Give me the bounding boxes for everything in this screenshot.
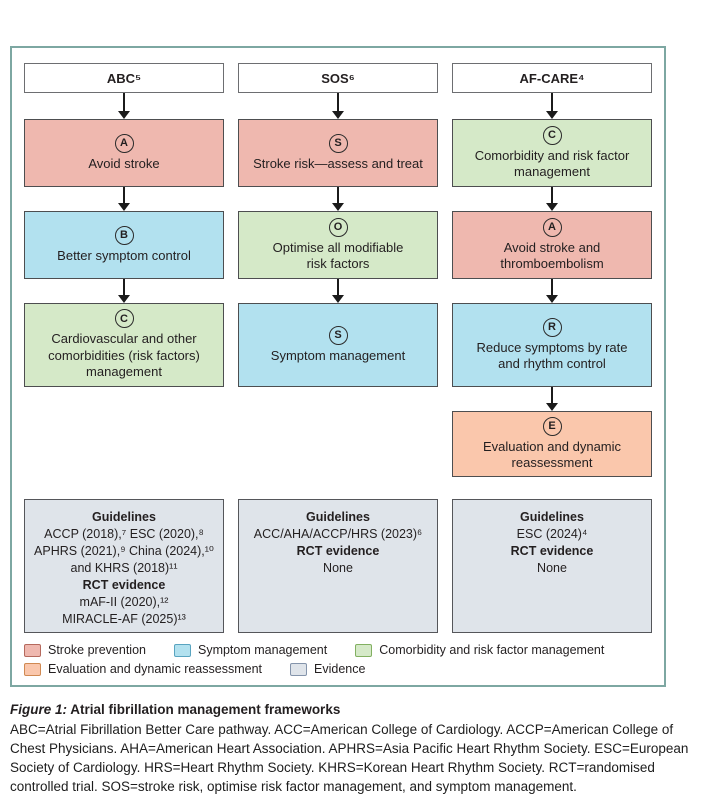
column-header-af-care: AF-CARE⁴ xyxy=(452,63,652,93)
guidelines-title: Guidelines xyxy=(92,510,156,524)
node-stroke-risk: S Stroke risk—assess and treat xyxy=(238,119,438,187)
column-header-sos: SOS⁶ xyxy=(238,63,438,93)
arrow-down-icon xyxy=(452,187,652,211)
legend-swatch-comorbidity-icon xyxy=(355,644,373,657)
node-label: Better symptom control xyxy=(57,247,191,263)
column-header-label: AF-CARE⁴ xyxy=(519,70,585,86)
guidelines-line: APHRS (2021),⁹ China (2024),¹⁰ xyxy=(34,544,214,558)
node-label: Reduce symptoms by rate and rhythm contr… xyxy=(476,339,628,372)
letter-badge-a: A xyxy=(542,217,562,237)
letter-badge-c: C xyxy=(114,309,134,329)
arrow-down-icon xyxy=(24,93,224,119)
letter-badge-b: B xyxy=(114,225,134,245)
caption-title: Figure 1: Atrial fibrillation management… xyxy=(10,702,700,717)
node-symptom-management: S Symptom management xyxy=(238,303,438,387)
column-abc: ABC⁵ A Avoid stroke B Better symptom con… xyxy=(24,63,224,633)
figure-number-label: Figure 1: xyxy=(10,702,68,717)
arrow-down-icon xyxy=(452,279,652,303)
evidence-box-abc: Guidelines ACCP (2018),⁷ ESC (2020),⁸ AP… xyxy=(24,499,224,633)
column-spacer xyxy=(238,387,438,477)
node-comorbidity-management: C Comorbidity and risk factor management xyxy=(452,119,652,187)
node-label: Cardiovascular and other comorbidities (… xyxy=(48,331,200,380)
column-header-label: ABC⁵ xyxy=(106,70,142,86)
node-label: Stroke risk—assess and treat xyxy=(253,155,423,171)
rct-evidence-line: mAF-II (2020),¹² xyxy=(79,595,169,609)
arrow-down-icon xyxy=(452,387,652,411)
node-label: Symptom management xyxy=(270,347,406,363)
letter-badge-a: A xyxy=(114,133,134,153)
letter-badge-e: E xyxy=(542,416,562,436)
column-spacer xyxy=(238,477,438,499)
node-avoid-stroke-thromboembolism: A Avoid stroke and thromboembolism xyxy=(452,211,652,279)
node-label: Optimise all modifiable risk factors xyxy=(272,239,404,272)
arrow-down-icon xyxy=(24,187,224,211)
arrow-down-icon xyxy=(24,279,224,303)
rct-evidence-line: None xyxy=(537,561,567,575)
arrow-down-icon xyxy=(238,279,438,303)
guidelines-line: ACC/AHA/ACCP/HRS (2023)⁶ xyxy=(253,527,423,541)
legend-item-evaluation-reassessment: Evaluation and dynamic reassessment xyxy=(24,661,262,678)
evidence-box-af-care: Guidelines ESC (2024)⁴ RCT evidence None xyxy=(452,499,652,633)
letter-badge-c: C xyxy=(542,125,562,145)
column-spacer xyxy=(24,387,224,477)
framework-columns: ABC⁵ A Avoid stroke B Better symptom con… xyxy=(24,63,652,633)
rct-evidence-line: None xyxy=(323,561,353,575)
guidelines-line: ACCP (2018),⁷ ESC (2020),⁸ xyxy=(44,527,204,541)
letter-badge-s: S xyxy=(328,133,348,153)
column-header-abc: ABC⁵ xyxy=(24,63,224,93)
rct-evidence-title: RCT evidence xyxy=(510,544,594,558)
letter-badge-s: S xyxy=(328,325,348,345)
legend-row: Evaluation and dynamic reassessment Evid… xyxy=(24,661,652,678)
legend-swatch-evaluation-icon xyxy=(24,663,41,676)
rct-evidence-title: RCT evidence xyxy=(296,544,380,558)
legend: Stroke prevention Symptom management Com… xyxy=(24,642,652,678)
letter-badge-o: O xyxy=(328,217,348,237)
legend-swatch-symptom-management-icon xyxy=(173,644,191,657)
legend-item-comorbidity-management: Comorbidity and risk factor management xyxy=(355,642,604,659)
arrow-down-icon xyxy=(238,93,438,119)
legend-label: Comorbidity and risk factor management xyxy=(379,643,605,657)
node-reduce-symptoms: R Reduce symptoms by rate and rhythm con… xyxy=(452,303,652,387)
node-label: Avoid stroke and thromboembolism xyxy=(500,239,604,272)
legend-item-stroke-prevention: Stroke prevention xyxy=(24,642,146,659)
caption-title-text: Atrial fibrillation management framework… xyxy=(67,702,341,717)
legend-swatch-evidence-icon xyxy=(290,663,308,676)
node-avoid-stroke: A Avoid stroke xyxy=(24,119,224,187)
node-better-symptom-control: B Better symptom control xyxy=(24,211,224,279)
node-cardiovascular-comorbidities: C Cardiovascular and other comorbidities… xyxy=(24,303,224,387)
column-header-label: SOS⁶ xyxy=(321,70,355,86)
node-label: Evaluation and dynamic reassessment xyxy=(482,438,622,471)
node-evaluation-reassessment: E Evaluation and dynamic reassessment xyxy=(452,411,652,477)
legend-row: Stroke prevention Symptom management Com… xyxy=(24,642,652,659)
column-spacer xyxy=(452,477,652,499)
column-spacer xyxy=(24,477,224,499)
arrow-down-icon xyxy=(452,93,652,119)
rct-evidence-line: MIRACLE-AF (2025)¹³ xyxy=(62,612,186,626)
legend-swatch-stroke-prevention-icon xyxy=(24,644,41,657)
legend-item-symptom-management: Symptom management xyxy=(173,642,328,659)
guidelines-line: and KHRS (2018)¹¹ xyxy=(70,561,178,575)
arrow-down-icon xyxy=(238,187,438,211)
legend-item-evidence: Evidence xyxy=(290,661,365,678)
legend-label: Stroke prevention xyxy=(48,643,146,657)
node-label: Avoid stroke xyxy=(88,155,160,171)
column-af-care: AF-CARE⁴ C Comorbidity and risk factor m… xyxy=(452,63,652,633)
rct-evidence-title: RCT evidence xyxy=(82,578,166,592)
guidelines-line: ESC (2024)⁴ xyxy=(516,527,588,541)
guidelines-title: Guidelines xyxy=(520,510,584,524)
column-sos: SOS⁶ S Stroke risk—assess and treat O Op… xyxy=(238,63,438,633)
legend-label: Evaluation and dynamic reassessment xyxy=(48,662,263,676)
legend-label: Symptom management xyxy=(197,643,328,657)
figure-frame: ABC⁵ A Avoid stroke B Better symptom con… xyxy=(10,46,666,687)
legend-label: Evidence xyxy=(314,662,366,676)
node-label: Comorbidity and risk factor management xyxy=(474,147,630,180)
evidence-box-sos: Guidelines ACC/AHA/ACCP/HRS (2023)⁶ RCT … xyxy=(238,499,438,633)
letter-badge-r: R xyxy=(542,317,562,337)
guidelines-title: Guidelines xyxy=(306,510,370,524)
figure-caption: Figure 1: Atrial fibrillation management… xyxy=(10,702,700,796)
caption-abbreviations: ABC=Atrial Fibrillation Better Care path… xyxy=(10,722,689,794)
node-optimise-risk-factors: O Optimise all modifiable risk factors xyxy=(238,211,438,279)
